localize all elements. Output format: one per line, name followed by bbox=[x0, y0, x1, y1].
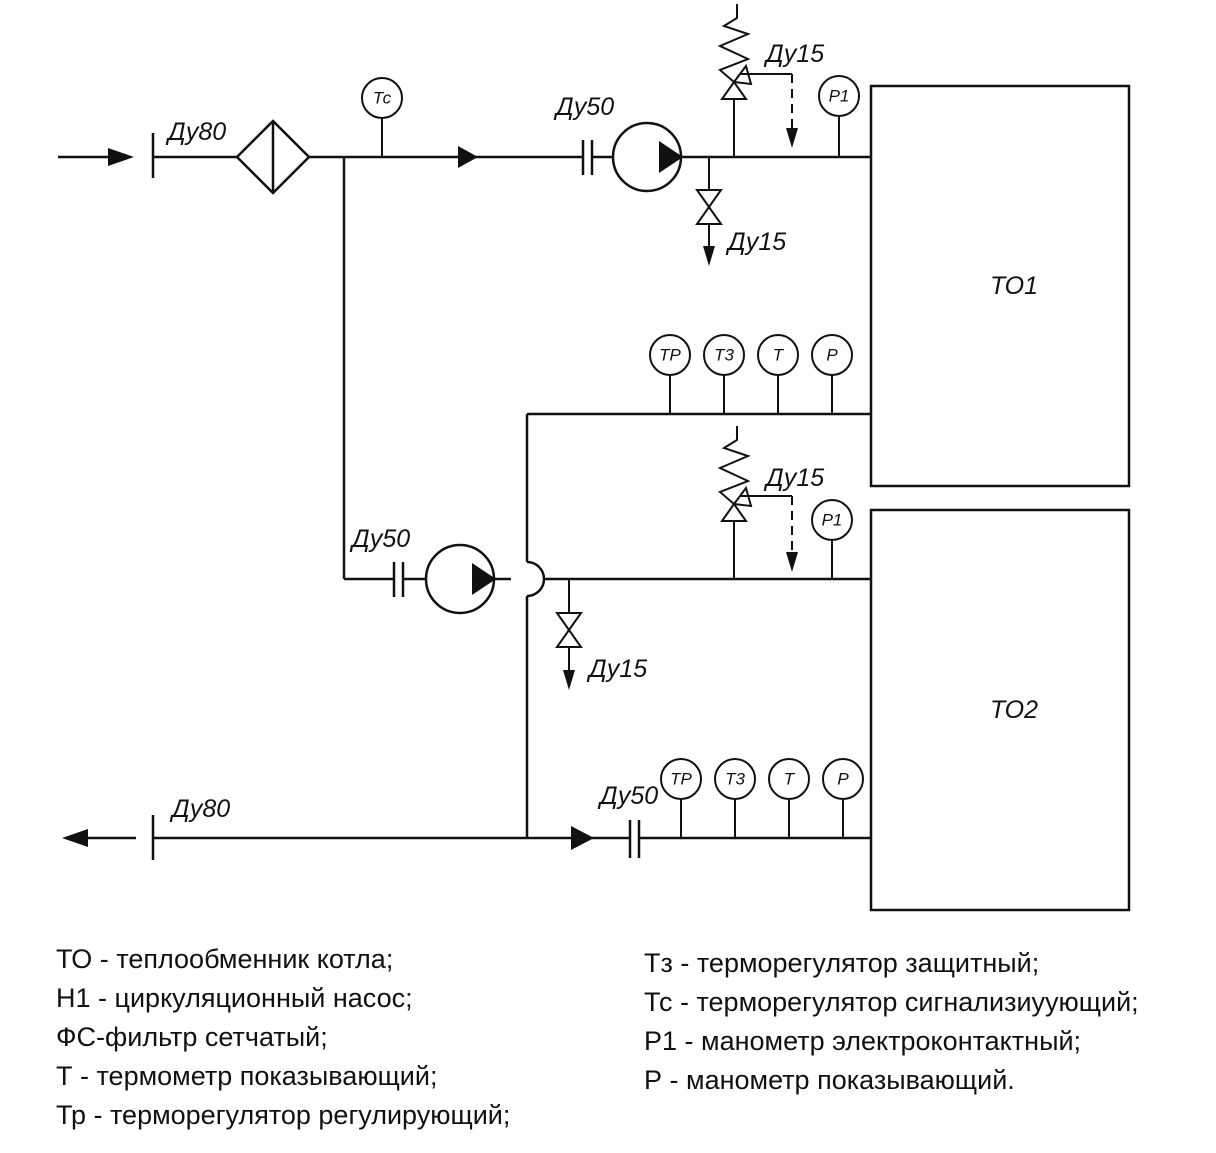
flow-arrow bbox=[458, 146, 478, 168]
gauge-p1-top: Р1 bbox=[818, 75, 860, 117]
pump-mid bbox=[424, 543, 496, 615]
flow-arrow-return bbox=[571, 826, 594, 850]
gauge-tz-2: Т3 bbox=[714, 758, 756, 800]
gauge-tz-1-label: Т3 bbox=[714, 346, 734, 365]
legend-left: ТО - теплообменник котла; Н1 - циркуляци… bbox=[56, 940, 510, 1135]
label-du50-bot: Ду50 bbox=[597, 782, 658, 810]
gauge-p1-mid: Р1 bbox=[811, 499, 853, 541]
gauge-p-1-label: Р bbox=[826, 346, 838, 365]
gauge-p1-top-label: Р1 bbox=[829, 87, 850, 106]
relief-valve-top bbox=[717, 4, 792, 157]
gauge-tc-label: Тс bbox=[373, 89, 392, 108]
gauge-tr-2-label: ТР bbox=[670, 770, 692, 789]
legend-item: Тр - терморегулятор регулирующий; bbox=[56, 1100, 511, 1130]
flange-bottom bbox=[628, 820, 641, 858]
relief-discharge-mid bbox=[786, 496, 798, 572]
label-du15-relief-mid: Ду15 bbox=[763, 464, 824, 492]
gauge-p-2: Р bbox=[822, 758, 864, 800]
label-du50-top: Ду50 bbox=[553, 93, 614, 121]
to1-label: ТО1 bbox=[990, 272, 1038, 300]
legend-item: ФС-фильтр сетчатый; bbox=[56, 1022, 328, 1052]
gauge-tr-1-label: ТР bbox=[659, 346, 681, 365]
legend-item: ТО - теплообменник котла; bbox=[56, 944, 394, 974]
gauge-tc: Тс bbox=[361, 77, 403, 119]
legend-right: Тз - терморегулятор защитный; Тс - термо… bbox=[644, 944, 1139, 1100]
gauge-tz-1: Т3 bbox=[703, 334, 745, 376]
drain-valve-top bbox=[695, 157, 723, 266]
heat-exchanger-to2: ТО2 bbox=[869, 508, 1131, 912]
gauge-t-1-label: Т bbox=[773, 346, 785, 365]
mesh-filter bbox=[235, 119, 311, 195]
gauge-tr-2: ТР bbox=[660, 758, 702, 800]
label-du15-drain-mid: Ду15 bbox=[586, 655, 647, 683]
legend-item: Т - термометр показывающий; bbox=[56, 1061, 438, 1091]
pipe-crossover bbox=[526, 560, 546, 598]
legend-item: Н1 - циркуляционный насос; bbox=[56, 983, 413, 1013]
gauge-t-2-label: Т bbox=[784, 770, 796, 789]
gauge-tz-2-label: Т3 bbox=[725, 770, 745, 789]
gauge-t-2: Т bbox=[768, 758, 810, 800]
pump-top bbox=[611, 121, 683, 193]
inlet-arrow bbox=[58, 148, 134, 166]
relief-valve-mid bbox=[717, 426, 792, 579]
to2-label: ТО2 bbox=[990, 696, 1038, 724]
flange-top bbox=[581, 140, 594, 175]
label-du15-drain-top: Ду15 bbox=[725, 228, 786, 256]
legend-item: Тс - терморегулятор сигнализиуующий; bbox=[644, 987, 1139, 1017]
label-du80-in: Ду80 bbox=[165, 118, 226, 146]
flange-mid bbox=[392, 562, 405, 597]
gauge-t-1: Т bbox=[757, 334, 799, 376]
gauge-p-2-label: Р bbox=[837, 770, 849, 789]
legend-item: Р - манометр показывающий. bbox=[644, 1065, 1015, 1095]
legend-item: Тз - терморегулятор защитный; bbox=[644, 948, 1040, 978]
heat-exchanger-to1: ТО1 bbox=[869, 84, 1131, 488]
gauge-p1-mid-label: Р1 bbox=[822, 511, 843, 530]
gauge-p-1: Р bbox=[811, 334, 853, 376]
gauge-tr-1: ТР bbox=[649, 334, 691, 376]
legend-item: Р1 - манометр электроконтактный; bbox=[644, 1026, 1082, 1056]
label-du80-out: Ду80 bbox=[169, 795, 230, 823]
label-du50-mid: Ду50 bbox=[349, 525, 410, 553]
drain-valve-mid bbox=[555, 579, 583, 690]
outlet-arrow bbox=[62, 829, 136, 847]
relief-discharge-top bbox=[786, 74, 798, 148]
label-du15-relief-top: Ду15 bbox=[763, 40, 824, 68]
